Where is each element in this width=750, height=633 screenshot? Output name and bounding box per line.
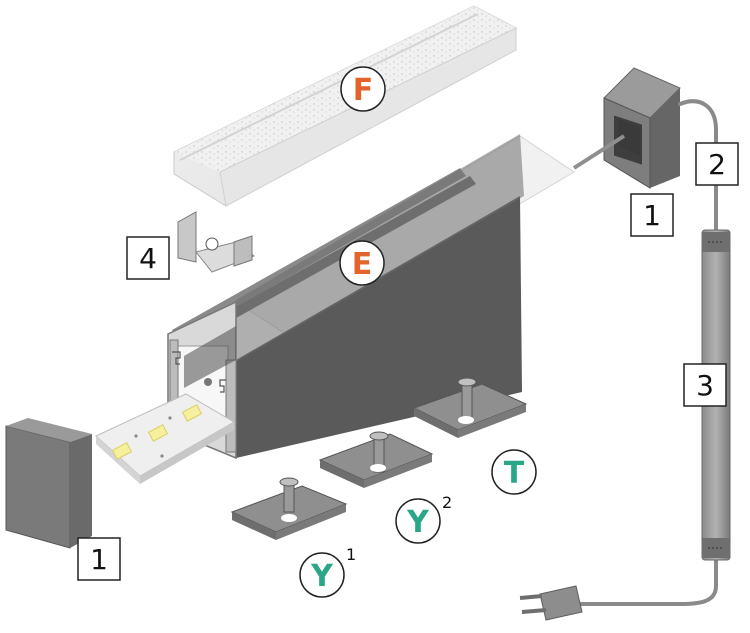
svg-text:2: 2 <box>708 148 726 181</box>
label-cover-f: F <box>340 66 386 112</box>
svg-text:1: 1 <box>346 545 356 564</box>
label-end-cap-left-1: 1 <box>77 537 121 581</box>
svg-text:F: F <box>353 73 374 108</box>
label-mount-y2: Y 2 <box>395 493 452 544</box>
mounting-bracket-y2 <box>318 431 434 488</box>
mounting-clip <box>177 211 256 273</box>
svg-text:1: 1 <box>90 543 108 576</box>
svg-text:Y: Y <box>310 559 334 594</box>
label-mount-t: T <box>491 449 537 495</box>
end-cap-right <box>603 67 681 189</box>
label-mount-y1: Y 1 <box>299 545 356 598</box>
mounting-bracket-t <box>412 377 528 438</box>
svg-text:1: 1 <box>643 199 661 232</box>
power-cable <box>578 99 718 606</box>
svg-text:T: T <box>504 456 525 491</box>
label-clip-4: 4 <box>126 236 170 280</box>
svg-text:Y: Y <box>406 505 430 540</box>
label-psu-3: 3 <box>683 363 727 407</box>
power-plug <box>519 585 583 621</box>
end-cap-left <box>5 418 92 549</box>
label-cable-2: 2 <box>695 142 739 186</box>
label-profile-e: E <box>339 240 385 286</box>
svg-text:2: 2 <box>442 493 452 512</box>
led-strip <box>95 393 235 484</box>
svg-text:3: 3 <box>696 369 714 402</box>
mounting-bracket-y1 <box>230 477 348 540</box>
connector-pin <box>572 134 626 170</box>
label-end-cap-right-1: 1 <box>630 193 674 237</box>
svg-text:4: 4 <box>139 242 157 275</box>
svg-text:E: E <box>352 247 373 282</box>
